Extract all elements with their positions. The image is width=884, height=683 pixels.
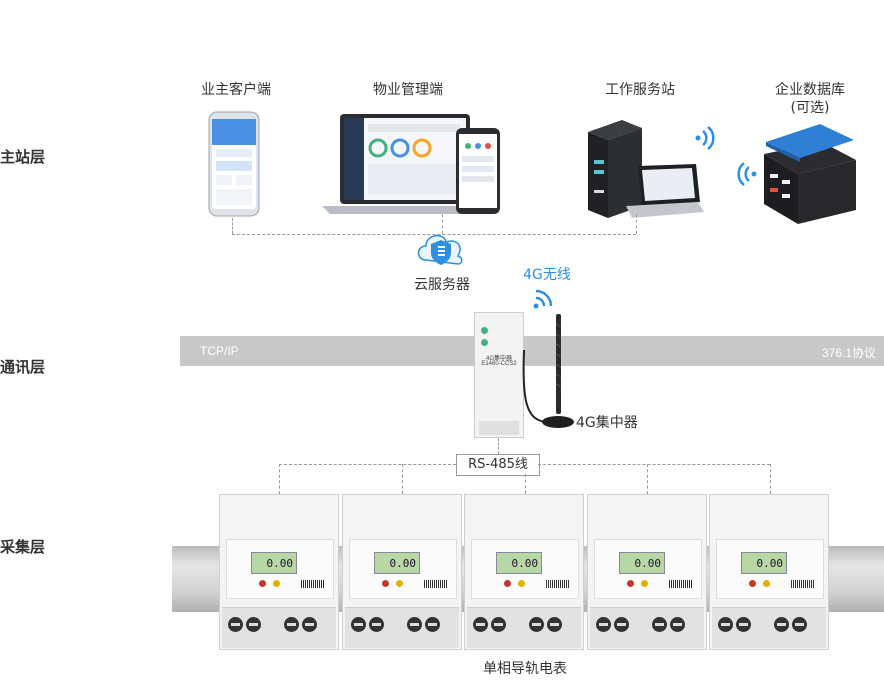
- meter-device: 0.00: [709, 494, 829, 650]
- layer-label-comm: 通讯层: [0, 358, 46, 376]
- meter-terminal-block: [467, 607, 581, 648]
- meter-face: 0.00: [716, 539, 824, 599]
- meter-face: 0.00: [471, 539, 579, 599]
- network-band: TCP/IP 376.1协议: [180, 336, 884, 366]
- meter-terminal-block: [345, 607, 459, 648]
- connector-line: [232, 234, 636, 235]
- owner-client-label: 业主客户端: [201, 82, 271, 98]
- wifi-icon: [694, 124, 718, 152]
- database-label: 企业数据库: [775, 82, 845, 98]
- connector-line: [279, 464, 280, 494]
- meter-face: 0.00: [594, 539, 702, 599]
- database-optional-label: (可选): [790, 100, 830, 116]
- meter-caption: 单相导轨电表: [483, 661, 567, 677]
- meter-terminal-block: [222, 607, 336, 648]
- rs485-bus-label: RS-485线: [456, 454, 540, 476]
- connector-line: [636, 214, 637, 234]
- workstation-label: 工作服务站: [605, 82, 675, 98]
- meter-terminal-block: [712, 607, 826, 648]
- laptop-icon: [322, 112, 502, 218]
- antenna-icon: [516, 310, 576, 440]
- meter-lcd: 0.00: [374, 552, 420, 574]
- database-icon: [760, 120, 860, 226]
- layer-label-master: 主站层: [0, 148, 46, 166]
- band-right-label: 376.1协议: [821, 346, 876, 360]
- layer-label-collect: 采集层: [0, 538, 46, 556]
- connector-line: [402, 464, 403, 494]
- smartphone-icon: [208, 111, 260, 217]
- concentrator-label: 4G集中器: [576, 415, 638, 431]
- meter-device: 0.00: [464, 494, 584, 650]
- meter-face: 0.00: [226, 539, 334, 599]
- meter-device: 0.00: [219, 494, 339, 650]
- property-client-label: 物业管理端: [373, 82, 443, 98]
- connector-line: [442, 214, 443, 234]
- connector-line: [232, 218, 233, 234]
- connector-line: [279, 464, 456, 465]
- meter-lcd: 0.00: [619, 552, 665, 574]
- connector-line: [525, 474, 526, 494]
- cloud-server-label: 云服务器: [414, 277, 470, 293]
- wifi-icon: [734, 160, 758, 188]
- concentrator-panel-title: 4G集中器: [485, 356, 512, 362]
- meter-lcd: 0.00: [496, 552, 542, 574]
- wireless-label: 4G无线: [523, 267, 571, 283]
- meter-device: 0.00: [342, 494, 462, 650]
- server-icon: [582, 114, 706, 222]
- meter-lcd: 0.00: [741, 552, 787, 574]
- cloud-shield-icon: [414, 226, 468, 268]
- connector-line: [498, 438, 499, 454]
- meter-face: 0.00: [349, 539, 457, 599]
- meter-device: 0.00: [587, 494, 707, 650]
- band-left-label: TCP/IP: [200, 344, 239, 358]
- connector-line: [538, 464, 770, 465]
- meter-lcd: 0.00: [251, 552, 297, 574]
- connector-line: [770, 464, 771, 494]
- meter-terminal-block: [590, 607, 704, 648]
- connector-line: [647, 464, 648, 494]
- wifi-icon: [532, 286, 558, 310]
- concentrator-panel-model: E1460-CCS2: [481, 361, 517, 367]
